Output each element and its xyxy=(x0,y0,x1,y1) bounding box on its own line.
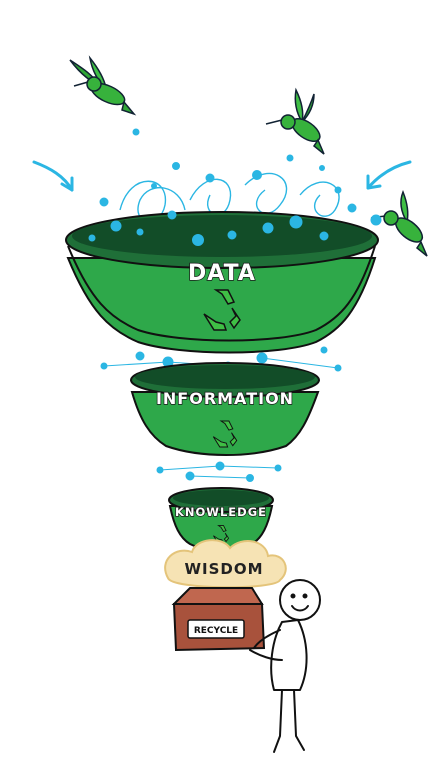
stage-label-knowledge: KNOWLEDGE xyxy=(175,505,267,519)
funnel-information xyxy=(130,362,320,456)
wisdom-cloud xyxy=(164,539,287,589)
stage-label-information: INFORMATION xyxy=(156,389,294,408)
recycle-box xyxy=(171,587,266,652)
hummingbird-icon xyxy=(69,55,137,116)
hummingbird-icon xyxy=(265,87,325,155)
recycle-icon xyxy=(213,525,230,543)
recycle-icon xyxy=(212,420,238,448)
arrow-icon xyxy=(32,160,74,192)
recycle-icon xyxy=(203,289,241,331)
box-label-recycle: RECYCLE xyxy=(194,626,238,636)
arrow-icon xyxy=(366,160,412,190)
arrow-icon xyxy=(60,176,74,192)
arrow-icon xyxy=(366,174,382,190)
person-icon xyxy=(249,579,321,753)
output-label-wisdom: WISDOM xyxy=(184,560,263,578)
stage-label-data: DATA xyxy=(188,261,256,286)
